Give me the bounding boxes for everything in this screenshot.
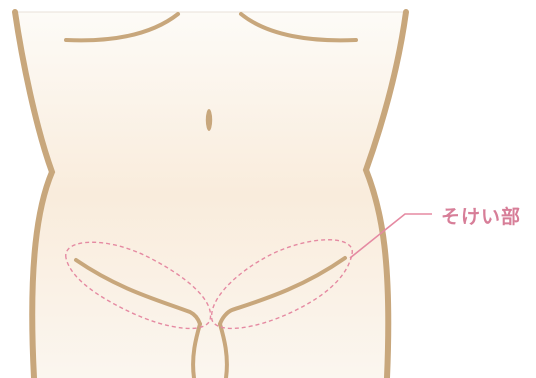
torso-fill [18, 12, 403, 378]
groin-label: そけい部 [441, 205, 521, 229]
navel [206, 109, 212, 131]
